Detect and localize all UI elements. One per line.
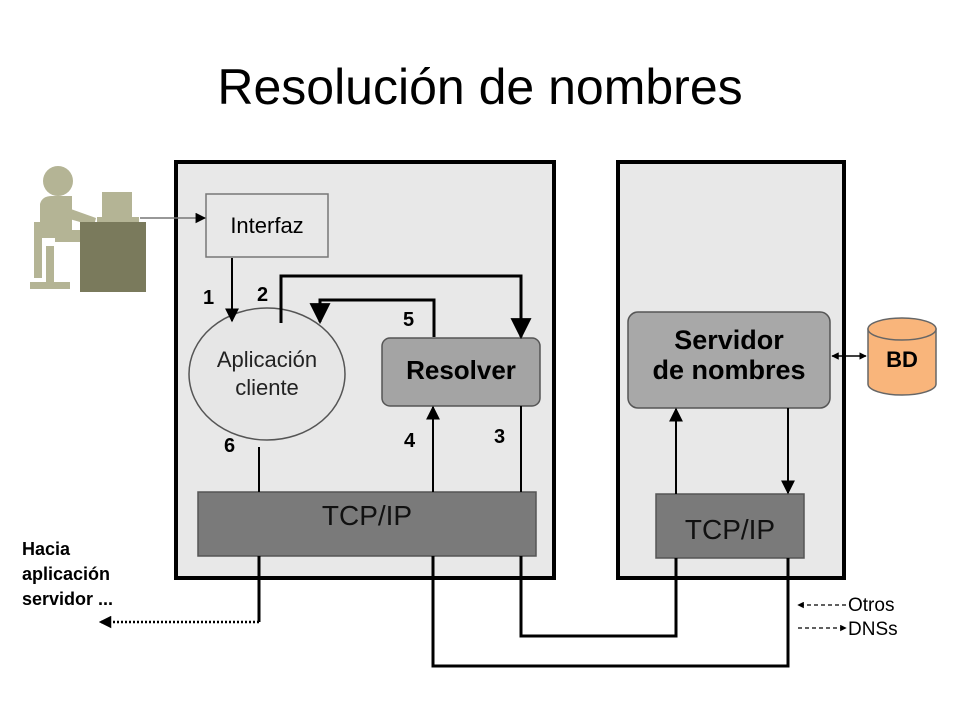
interfaz-box [205, 193, 329, 258]
otros-dnss-note: Otros DNSs [848, 594, 898, 642]
user-computer-icon [30, 166, 146, 292]
arrow-step-5 [309, 298, 436, 337]
cliente-line: cliente [235, 375, 299, 400]
tcpip-client-box [197, 491, 537, 557]
dnss-line: DNSs [848, 619, 898, 640]
bd-label: BD [886, 347, 918, 372]
page-title: Resolución de nombres [217, 59, 743, 115]
hacia-aplicacion-servidor-note: Hacia aplicación servidor ... [22, 537, 113, 612]
arrow-step-2 [279, 274, 532, 340]
step-6-number: 6 [224, 435, 236, 457]
servidor-line: Servidor [674, 325, 784, 355]
aplicacion-line-note: aplicación [22, 564, 111, 584]
tcpip-client-label: TCP/IP [321, 500, 413, 531]
bd-database-cylinder [867, 317, 937, 396]
servidor-nombres-box [627, 311, 831, 409]
step-3-number: 3 [494, 426, 506, 448]
de-nombres-line: de nombres [652, 355, 806, 385]
interfaz-label: Interfaz [230, 212, 304, 238]
servidor-line-note: servidor ... [22, 589, 114, 609]
aplicacion-cliente-ellipse [188, 307, 346, 441]
step-5-number: 5 [403, 309, 415, 331]
tcpip-server-label: TCP/IP [684, 514, 776, 545]
network-line-response [431, 556, 790, 668]
resolver-label: Resolver [406, 354, 516, 385]
network-line-query [519, 556, 678, 638]
otros-line: Otros [848, 595, 895, 616]
step-1-number: 1 [203, 287, 215, 309]
step-4-number: 4 [404, 430, 416, 452]
servidor-nombres-label: Servidor de nombres [628, 322, 830, 388]
aplicacion-line: Aplicación [216, 347, 318, 372]
tcpip-server-box [655, 493, 805, 559]
hacia-line: Hacia [22, 539, 71, 559]
aplicacion-cliente-label: Aplicación cliente [189, 336, 345, 412]
resolver-box [381, 337, 541, 407]
step-2-number: 2 [257, 284, 269, 306]
